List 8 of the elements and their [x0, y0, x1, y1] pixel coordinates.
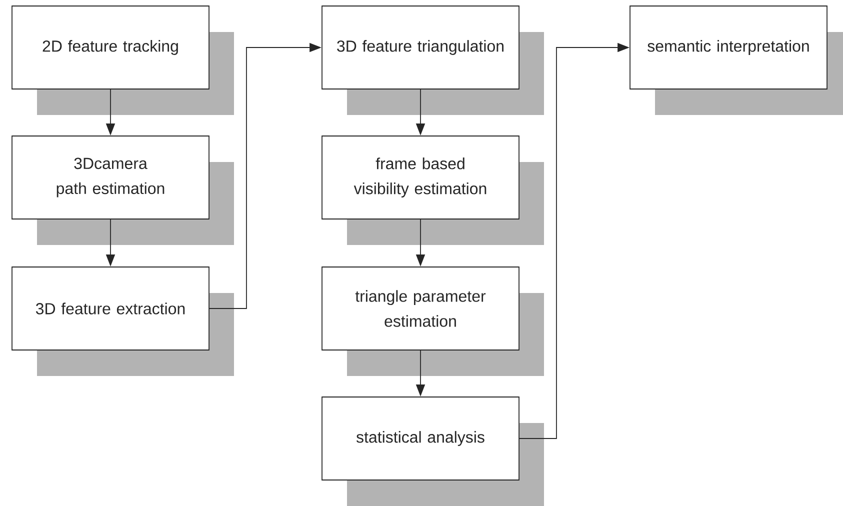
- process-box: semantic interpretation: [630, 6, 843, 115]
- process-box: 3D feature extraction: [12, 266, 234, 376]
- process-box: 3Dcamera path estimation: [12, 136, 234, 245]
- process-box: triangle parameter estimation: [322, 266, 544, 376]
- process-box: statistical analysis: [322, 396, 544, 506]
- process-box: 2D feature tracking: [12, 6, 234, 115]
- process-box: frame based visibility estimation: [322, 136, 544, 245]
- process-box: 3D feature triangulation: [322, 6, 544, 115]
